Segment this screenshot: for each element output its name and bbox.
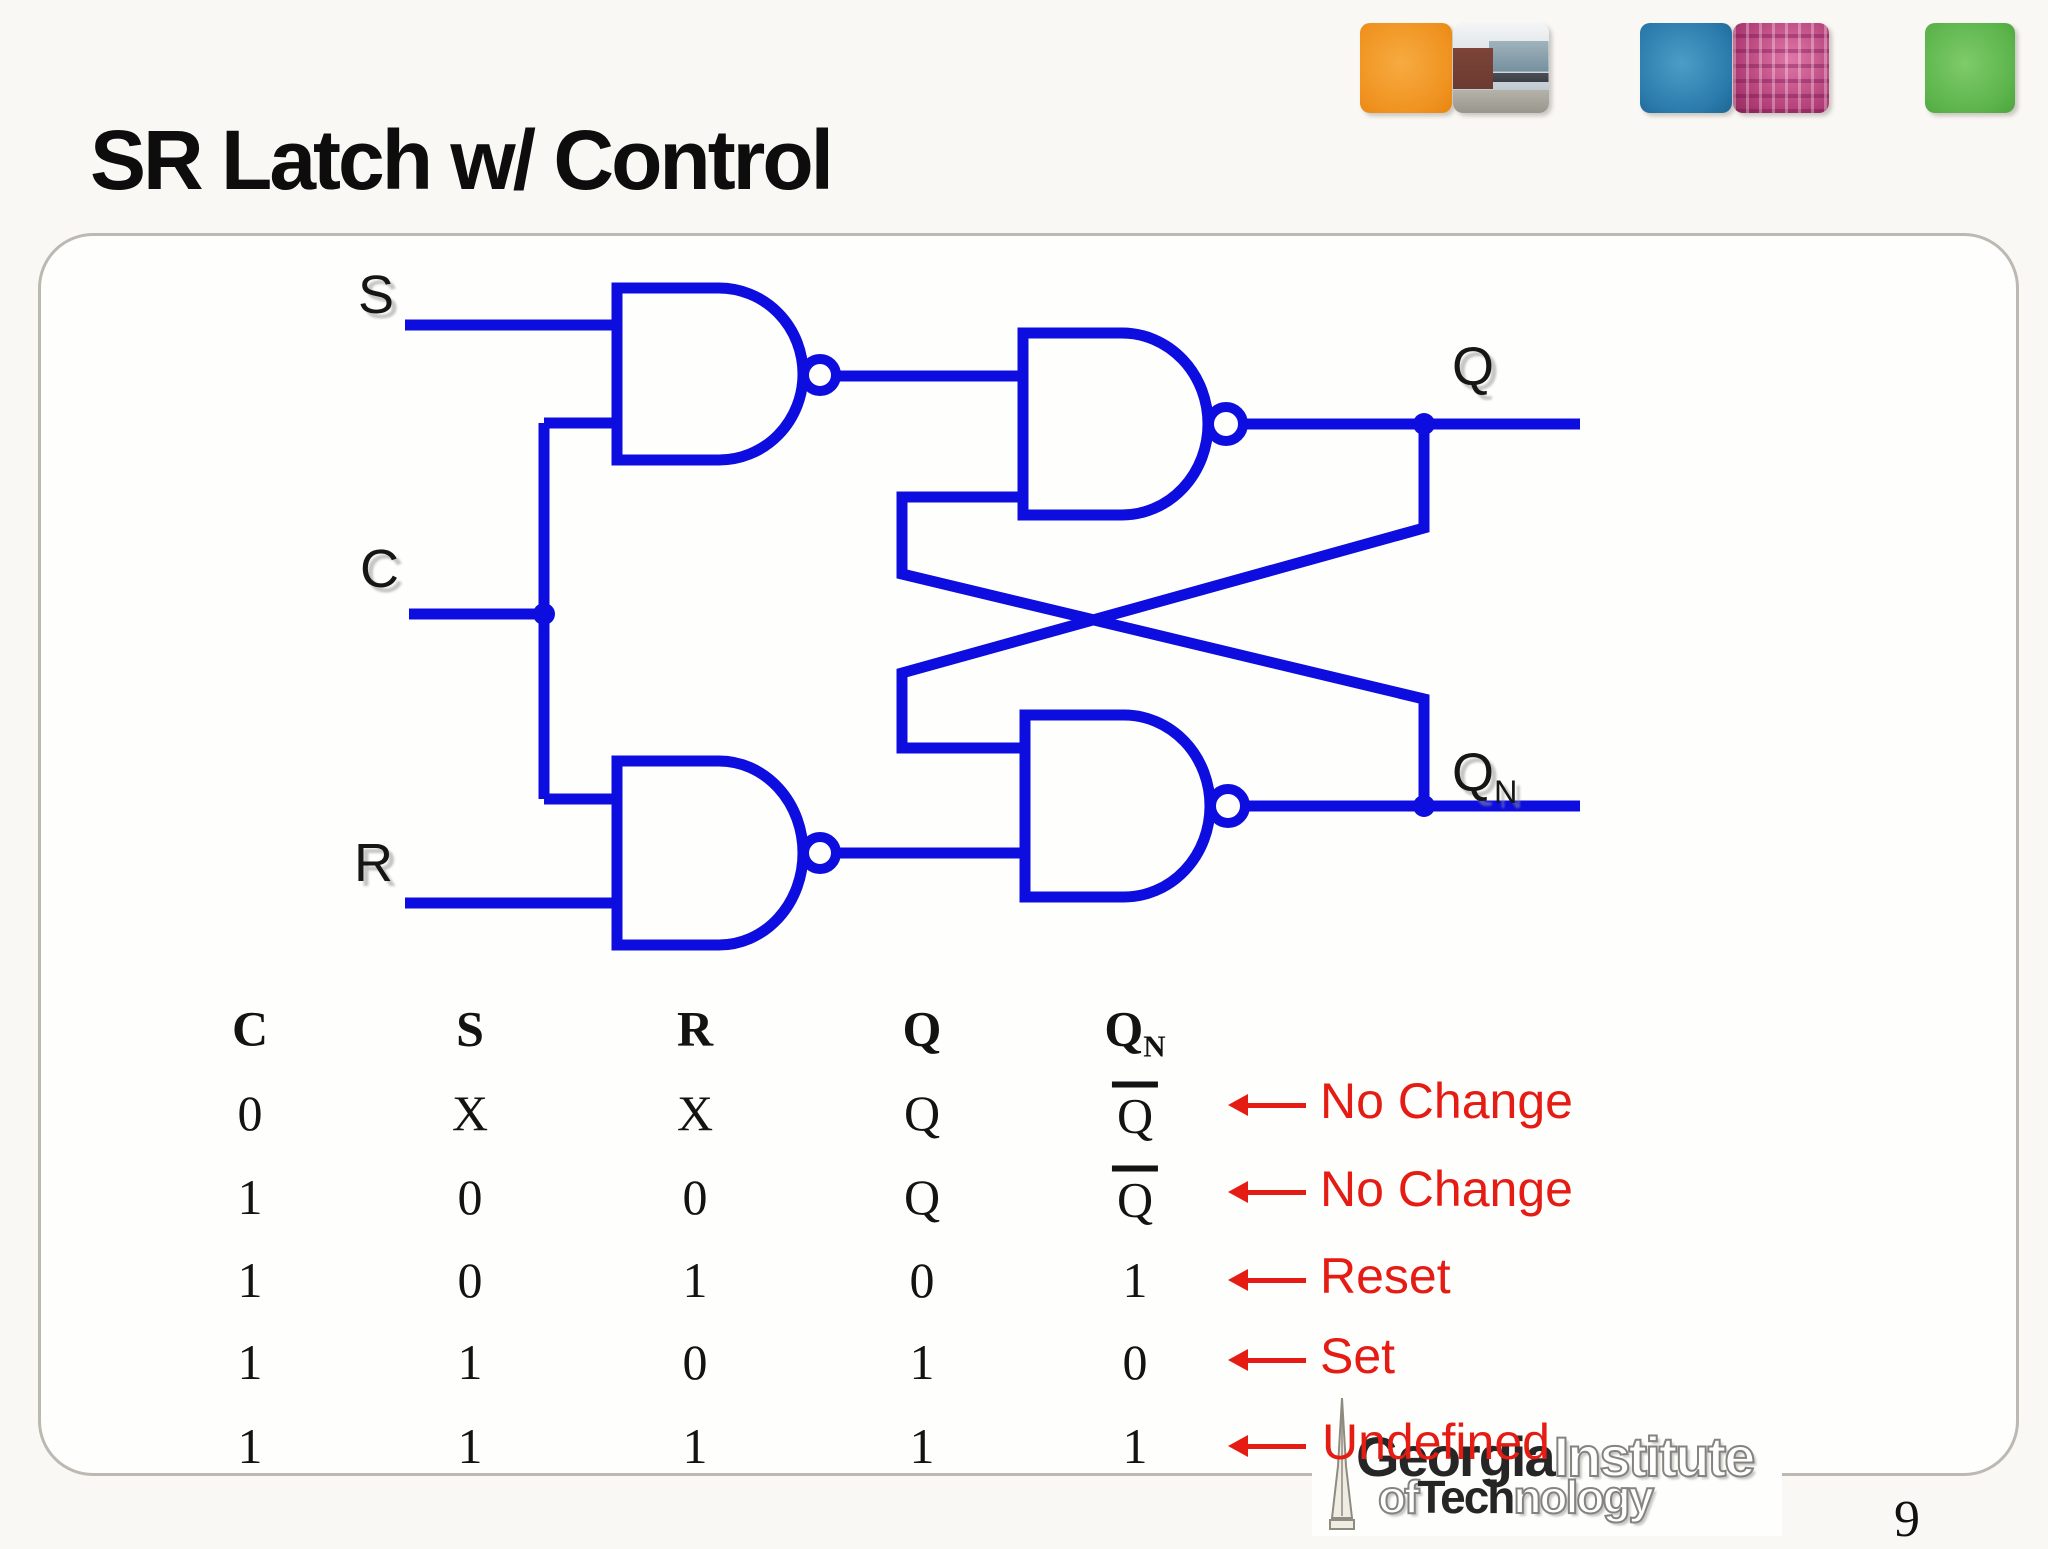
left-arrow-icon [1228,1094,1306,1116]
table-cell: 1 [909,1418,935,1474]
annotation-set: Set [1320,1328,1396,1384]
nand-gate-bottom-right [1019,709,1216,903]
left-arrow-icon [1228,1269,1306,1291]
bubble-gate3 [799,832,841,874]
table-cell: 1 [237,1418,263,1474]
table-cell-q-complement: Q [1111,1081,1159,1145]
table-cell: 0 [457,1252,483,1308]
bubble-gate4 [1206,784,1250,828]
table-header-qn: QN [1104,1000,1166,1064]
label-c: C [360,539,399,599]
table-cell: 1 [457,1334,483,1390]
logo-line2: ofTechnology [1377,1470,1655,1524]
page-number: 9 [1894,1491,1920,1548]
green-tile-icon [1925,23,2015,113]
wire-feedback-qn-to-gate2 [896,491,1430,806]
wire-feedback-q-to-gate4 [896,424,1430,754]
table-cell: 1 [1122,1418,1148,1474]
logo-line1: GeorgiaInstitute [1356,1424,1756,1489]
orange-tile-icon [1360,23,1452,113]
circuit-board-photo-icon [1733,23,1829,113]
label-s: S [358,265,395,325]
table-cell: 1 [909,1334,935,1390]
table-cell: 1 [237,1334,263,1390]
label-r: R [354,833,393,893]
junction-q [1413,413,1435,435]
campus-photo-icon [1453,23,1549,113]
blue-tile-icon [1640,23,1732,113]
table-cell: 0 [909,1252,935,1308]
table-header-c: C [231,1000,269,1057]
bubble-gate1 [799,354,841,396]
georgia-tech-logo: GeorgiaInstitute ofTechnology [1312,1394,1782,1536]
nand-gate-top-left [611,282,809,466]
table-cell: Q [903,1169,941,1225]
annotation-no-change-1: No Change [1320,1073,1573,1129]
table-cell: 1 [457,1418,483,1474]
table-header-q: Q [902,1000,942,1057]
annotation-undefined: Undefined [1322,1414,1550,1470]
bubble-gate2 [1204,402,1248,446]
table-cell: 1 [682,1418,708,1474]
table-cell: 0 [457,1169,483,1225]
table-cell: 1 [237,1169,263,1225]
left-arrow-icon [1228,1181,1306,1203]
table-cell: 0 [237,1085,263,1141]
junction-qn [1413,795,1435,817]
table-cell: 0 [1122,1334,1148,1390]
table-cell: X [676,1085,714,1141]
label-qn: QN [1452,743,1518,810]
table-header-s: S [456,1000,484,1057]
page-title: SR Latch w/ Control [90,113,834,207]
annotation-no-change-2: No Change [1320,1161,1573,1217]
left-arrow-icon [1228,1435,1306,1457]
table-cell: Q [903,1085,941,1141]
table-header-r: R [676,1000,714,1057]
table-cell: 1 [1122,1252,1148,1308]
table-cell: 1 [682,1252,708,1308]
table-cell: X [451,1085,489,1141]
tech-tower-icon [1329,1397,1355,1530]
table-cell: 1 [237,1252,263,1308]
nand-gate-bottom-left [611,755,809,951]
label-q: Q [1452,337,1495,397]
table-cell-q-complement: Q [1111,1165,1159,1229]
nand-gate-top-right [1017,327,1214,521]
left-arrow-icon [1228,1349,1306,1371]
table-cell: 0 [682,1169,708,1225]
table-cell: 0 [682,1334,708,1390]
junction-c [533,603,555,625]
annotation-reset: Reset [1320,1248,1451,1304]
